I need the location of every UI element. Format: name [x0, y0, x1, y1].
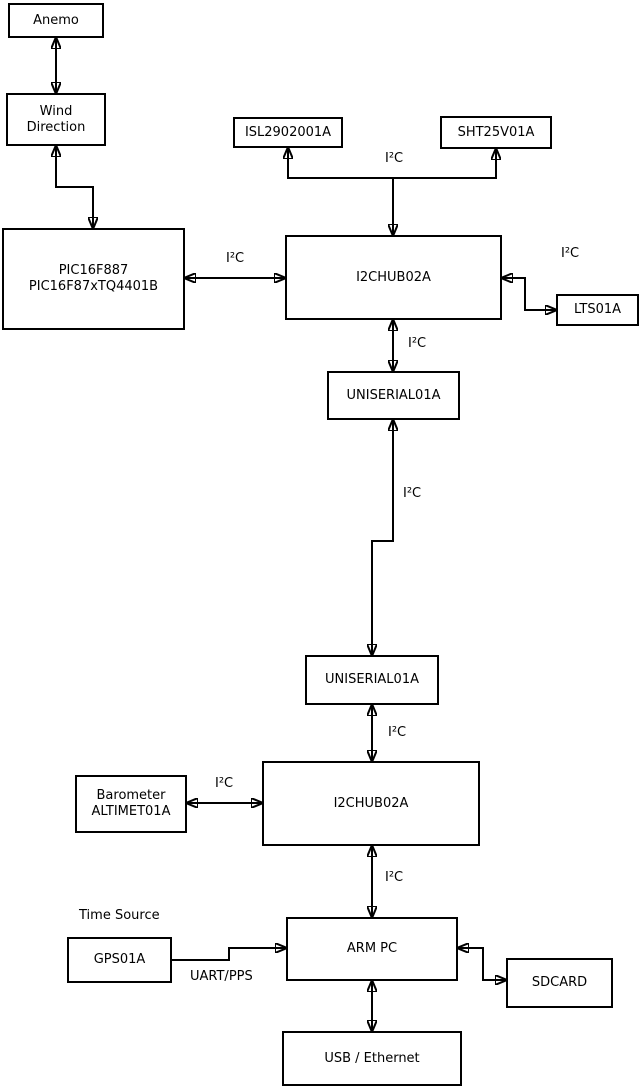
edge-label-time-source: Time Source [79, 908, 160, 923]
edge-label-i2c-hub1-lts: I²C [561, 246, 580, 261]
node-uniserial01a-2-label: UNISERIAL01A [325, 672, 419, 688]
node-usb-ethernet: USB / Ethernet [282, 1031, 462, 1086]
node-lts01a: LTS01A [556, 294, 639, 326]
node-gps01a-label: GPS01A [93, 952, 146, 968]
connector-hub1-lts [502, 278, 556, 310]
node-pic16f887: PIC16F887 PIC16F87xTQ4401B [2, 228, 185, 330]
node-sdcard: SDCARD [506, 958, 613, 1008]
edge-label-i2c-barometer-hub2: I²C [215, 776, 234, 791]
node-i2chub02a-1: I2CHUB02A [285, 235, 502, 320]
node-isl2902001a: ISL2902001A [233, 117, 343, 148]
node-arm-pc: ARM PC [286, 917, 458, 981]
node-isl2902001a-label: ISL2902001A [244, 124, 332, 140]
node-barometer-altimet01a: Barometer ALTIMET01A [75, 775, 187, 833]
connector-uniserial1-uniserial2 [372, 420, 393, 655]
node-uniserial01a-2: UNISERIAL01A [305, 655, 439, 705]
edge-label-uart-pps: UART/PPS [190, 969, 253, 984]
edge-label-i2c-uniserial-link: I²C [403, 486, 422, 501]
edge-label-i2c-hub2-arm: I²C [385, 870, 404, 885]
node-sht25v01a-label: SHT25V01A [457, 124, 535, 140]
node-uniserial01a-1: UNISERIAL01A [327, 371, 460, 420]
edge-label-i2c-uniserial2-hub2: I²C [388, 725, 407, 740]
node-wind-direction: Wind Direction [6, 93, 106, 146]
node-uniserial01a-1-label: UNISERIAL01A [346, 387, 441, 403]
node-lts01a-label: LTS01A [573, 302, 622, 318]
node-barometer-altimet01a-label: Barometer ALTIMET01A [91, 788, 171, 819]
edge-label-i2c-hub1-uniserial1: I²C [408, 336, 427, 351]
connector-gps-arm [172, 948, 286, 961]
node-wind-direction-label: Wind Direction [26, 103, 86, 135]
node-i2chub02a-2: I2CHUB02A [262, 761, 480, 846]
node-anemo-label: Anemo [33, 12, 79, 28]
edge-label-i2c-pic-hub1: I²C [226, 251, 245, 266]
node-sht25v01a: SHT25V01A [440, 116, 552, 149]
connector-wind-pic [56, 146, 93, 228]
node-usb-ethernet-label: USB / Ethernet [324, 1050, 420, 1066]
node-i2chub02a-1-label: I2CHUB02A [356, 269, 431, 285]
node-i2chub02a-2-label: I2CHUB02A [333, 795, 409, 811]
edge-label-i2c-sensor-bus: I²C [385, 151, 404, 166]
node-anemo: Anemo [8, 3, 104, 38]
node-sdcard-label: SDCARD [531, 975, 588, 991]
connector-arm-sdcard [458, 948, 506, 980]
node-pic16f887-label: PIC16F887 PIC16F87xTQ4401B [28, 263, 159, 294]
node-arm-pc-label: ARM PC [346, 941, 398, 957]
node-gps01a: GPS01A [67, 937, 172, 983]
